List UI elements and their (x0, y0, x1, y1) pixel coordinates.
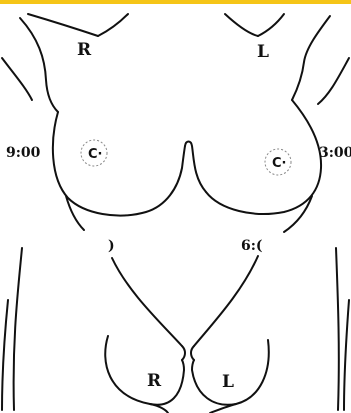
right-breast-outline (53, 112, 185, 216)
nipple-right-lower (182, 346, 185, 360)
neckline-right (28, 14, 98, 36)
right-diagonal (112, 258, 182, 346)
left-diagonal (194, 256, 258, 346)
neckline-left (225, 14, 258, 36)
label-twelve-oclock-clipped: ) (108, 238, 115, 254)
label-left-lower: L (222, 372, 234, 392)
left-breast-outline (206, 100, 321, 214)
label-left-upper: L (257, 42, 269, 62)
shoulder-left-top (258, 14, 284, 36)
nipple-left-lower (191, 346, 194, 360)
right-lower-breast (105, 336, 184, 405)
lower-right-arm (2, 300, 8, 410)
label-three-oclock: 3:00 (319, 145, 351, 161)
label-right-upper: R (77, 40, 91, 60)
right-torso-line (66, 196, 84, 230)
right-arm-outline (2, 58, 32, 100)
lower-right-side (14, 248, 22, 410)
lower-left-side (336, 248, 339, 410)
right-marker-glyph: C· (88, 147, 102, 162)
lower-left-arm (344, 300, 349, 410)
left-torso-line (284, 196, 312, 232)
label-right-lower: R (147, 371, 161, 391)
label-six-oclock-clipped: 6:( (241, 238, 263, 254)
left-armpit (292, 16, 330, 100)
left-marker-glyph: C· (272, 156, 286, 171)
right-armpit (20, 18, 58, 112)
left-arm-outline (318, 58, 349, 104)
label-nine-oclock: 9:00 (6, 145, 40, 161)
cleavage (185, 142, 206, 193)
shoulder-right-top (98, 14, 128, 36)
